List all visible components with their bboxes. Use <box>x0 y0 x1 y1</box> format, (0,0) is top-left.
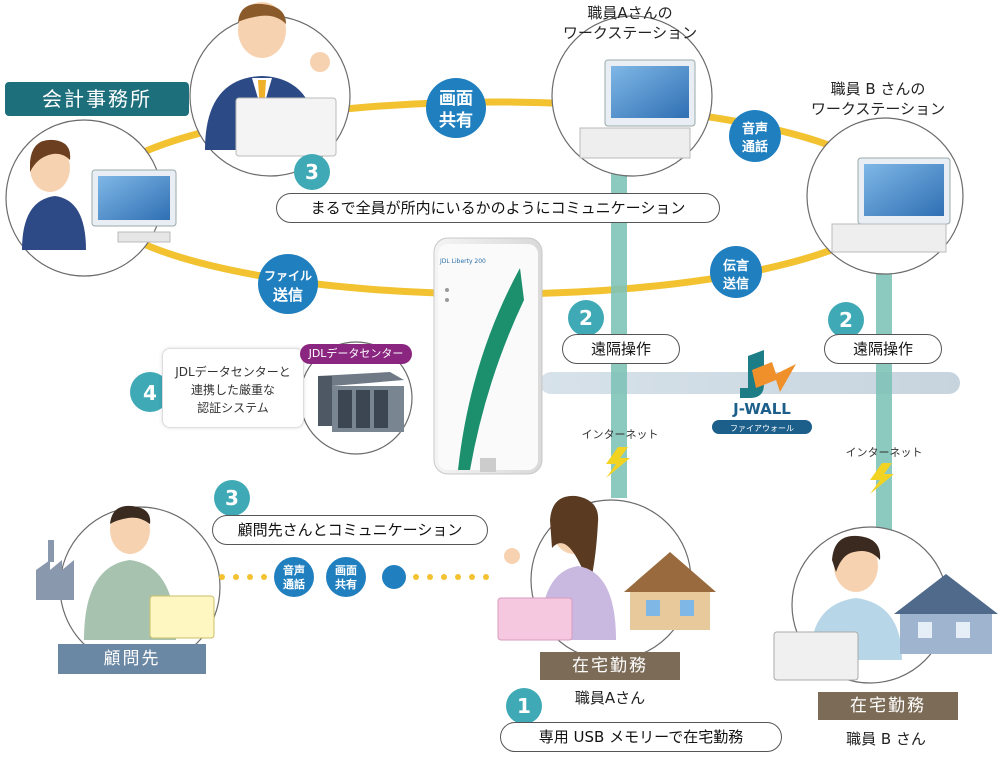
lightning-icon-a <box>606 447 630 478</box>
staff-b-name: 職員 B さん <box>846 730 926 748</box>
message-send-line2: 送信 <box>722 276 749 292</box>
message-send-badge: 伝言 送信 <box>710 246 762 298</box>
datacenter-label: JDLデータセンター <box>300 344 412 364</box>
auth-line1: JDLデータセンターと <box>175 365 291 379</box>
step3-office-text: まるで全員が所内にいるかのようにコミュニケーション <box>276 193 720 223</box>
office-woman-illustration <box>22 139 177 250</box>
advisor-share-line1: 画面 <box>335 564 357 577</box>
advisor-illustration <box>36 505 215 640</box>
step3-office-number-circle: 3 <box>294 154 330 190</box>
firewall-name: J-WALL <box>732 400 791 418</box>
step2-a-number-circle: 2 <box>568 300 604 336</box>
server-tower-icon <box>433 237 543 475</box>
office-man-illustration <box>205 2 337 157</box>
screen-share-line2: 共有 <box>439 110 473 131</box>
workstation-b-line2: ワークステーション <box>811 100 945 118</box>
auth-line3: 認証システム <box>197 401 269 415</box>
step2-a-text: 遠隔操作 <box>562 334 680 364</box>
advisor-dot-icon <box>382 565 406 589</box>
screen-share-badge: 画面 共有 <box>426 78 486 138</box>
firewall-subtitle: ファイアウォール <box>730 424 794 433</box>
staff-b-badge: 在宅勤務 <box>818 692 958 720</box>
arrow-b-shaft <box>876 260 892 538</box>
staff-a-name: 職員Aさん <box>575 689 645 707</box>
advisor-share-line2: 共有 <box>335 577 357 591</box>
step2-b-number: 2 <box>839 308 853 332</box>
advisor-screen-share-badge: 画面 共有 <box>326 557 366 597</box>
staff-a-illustration <box>497 495 716 641</box>
staff-b-illustration <box>773 535 998 681</box>
auth-description-box: JDLデータセンターと 連携した厳重な 認証システム <box>162 348 304 428</box>
voice-call-line2: 通話 <box>742 139 768 155</box>
file-send-line1: ファイル <box>264 269 312 283</box>
advisor-voice-line2: 通話 <box>283 577 305 591</box>
step2-b-number-circle: 2 <box>828 302 864 338</box>
advisor-voice-line1: 音声 <box>283 563 305 577</box>
workstation-a-line2: ワークステーション <box>563 24 697 42</box>
step3-office-number: 3 <box>305 160 319 184</box>
office-label: 会計事務所 <box>5 82 189 116</box>
step3-advisor-text: 顧問先さんとコミュニケーション <box>212 515 488 545</box>
voice-call-badge: 音声 通話 <box>729 110 781 162</box>
screen-share-line1: 画面 <box>439 89 473 109</box>
step1-number: 1 <box>517 694 531 718</box>
step4-number-circle: 4 <box>130 372 170 412</box>
workstation-a-monitor-icon <box>579 59 696 159</box>
step3-advisor-number-circle: 3 <box>214 480 250 516</box>
firewall-subtitle-bg <box>712 420 812 434</box>
workstation-b-line1: 職員 B さんの <box>831 80 926 98</box>
lightning-icon-b <box>870 463 894 494</box>
arrow-a-shaft <box>611 168 627 498</box>
file-send-badge: ファイル 送信 <box>258 254 318 314</box>
step3-advisor-number: 3 <box>225 486 239 510</box>
step2-b-text: 遠隔操作 <box>824 334 942 364</box>
step1-number-circle: 1 <box>506 688 542 724</box>
internet-label-b: インターネット <box>846 446 923 459</box>
datacenter-rack-icon <box>318 372 404 432</box>
file-send-line2: 送信 <box>272 286 303 304</box>
message-send-line1: 伝言 <box>723 258 749 274</box>
step2-a-number: 2 <box>579 306 593 330</box>
advisor-voice-call-badge: 音声 通話 <box>274 557 314 597</box>
step4-number: 4 <box>143 381 157 405</box>
auth-line2: 連携した厳重な <box>190 383 275 397</box>
step1-text: 専用 USB メモリーで在宅勤務 <box>500 722 782 752</box>
workstation-b-monitor-icon <box>831 157 951 253</box>
j-wall-logo-icon <box>740 350 796 398</box>
internet-label-a: インターネット <box>582 428 659 441</box>
workstation-a-line1: 職員Aさんの <box>587 4 672 22</box>
staff-a-badge: 在宅勤務 <box>540 652 680 680</box>
advisor-dotted-line <box>219 574 489 580</box>
server-brand: JDL Liberty 200 <box>439 258 486 265</box>
advisor-label: 顧問先 <box>58 644 206 674</box>
voice-call-line1: 音声 <box>742 121 768 137</box>
